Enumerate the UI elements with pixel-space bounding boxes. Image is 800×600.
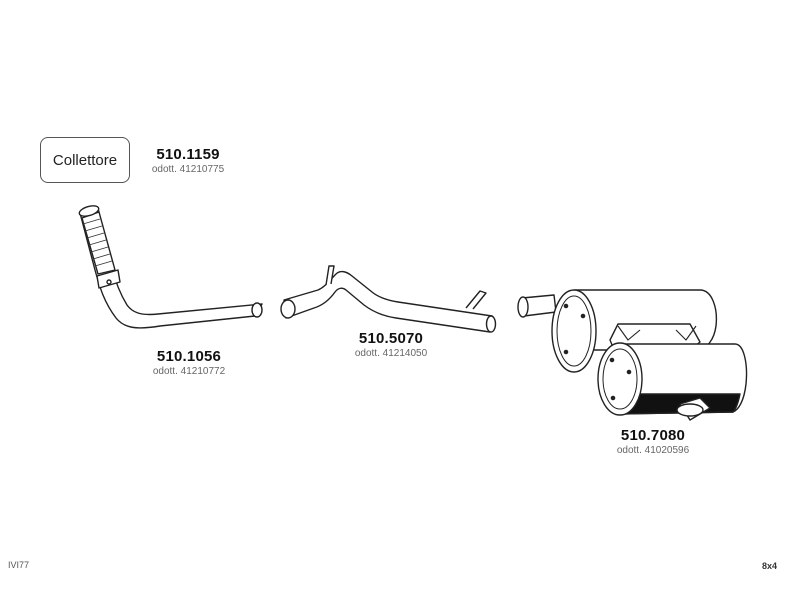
part-510-7080: 510.7080 odott. 41020596 <box>612 427 694 456</box>
part-510-5070: 510.5070 odott. 41214050 <box>350 330 432 359</box>
part-510-1056: 510.1056 odott. 41210772 <box>148 348 230 377</box>
part-code: 510.5070 <box>358 330 424 347</box>
part-oe-number: odott. 41020596 <box>616 445 690 456</box>
part-oe-number: odott. 41210775 <box>151 164 225 175</box>
flex-pipe-icon <box>78 205 263 329</box>
footer-code-right: 8x4 <box>762 561 778 571</box>
part-code: 510.7080 <box>620 427 686 444</box>
footer-code-left: IVI77 <box>8 560 30 570</box>
part-code: 510.1056 <box>156 348 222 365</box>
collettore-label-box: Collettore <box>40 137 130 183</box>
twin-silencer-icon <box>517 289 748 421</box>
collettore-label: Collettore <box>52 151 118 169</box>
part-code: 510.1159 <box>156 146 220 163</box>
part-510-1159: 510.1159 odott. 41210775 <box>148 146 228 175</box>
part-oe-number: odott. 41214050 <box>354 348 428 359</box>
intermediate-pipe-icon <box>280 265 497 333</box>
part-oe-number: odott. 41210772 <box>152 366 226 377</box>
